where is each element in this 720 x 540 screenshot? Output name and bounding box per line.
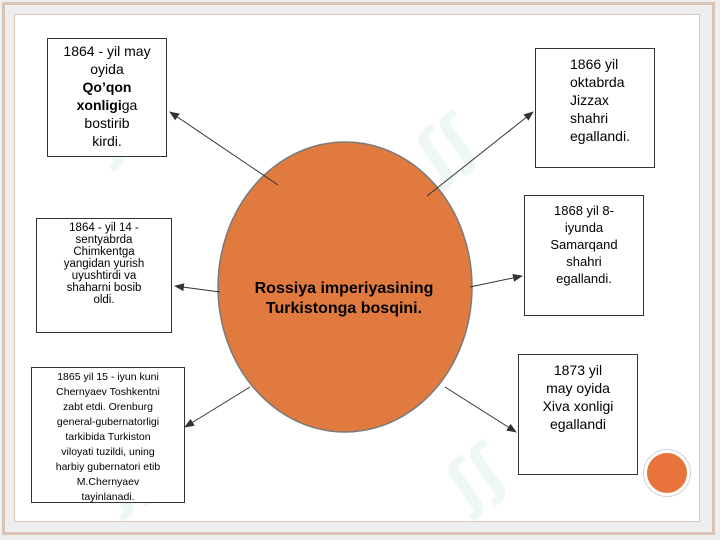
box-line: shaharni bosib [66, 282, 142, 294]
box-line: viloyati tuzildi, uning [61, 446, 155, 458]
arrow-to-bottom-right [444, 386, 517, 433]
box-line: general-gubernatorligi [56, 416, 160, 428]
box-line: sentyabrda [75, 234, 133, 246]
box-line: tarkibida Turkiston [65, 431, 151, 443]
box-line: 1864 - yil may [63, 43, 151, 59]
box-line: zabt etdi. Orenburg [63, 401, 153, 413]
box-line: oktabrda [570, 74, 625, 90]
box-line-bold: xonligi [76, 97, 122, 113]
box-line: 1866 yil [570, 56, 619, 72]
box-line: Chernyaev Toshkentni [56, 386, 160, 398]
box-line: Xiva xonligi [542, 398, 614, 414]
arrow-to-top-right [426, 111, 534, 197]
box-line: 1865 yil 15 - iyun kuni [57, 371, 159, 383]
box-line: oldi. [93, 294, 115, 306]
box-line: Qo’qon [82, 79, 132, 95]
box-line: shahri [566, 254, 602, 269]
box-line: egallandi. [556, 271, 612, 286]
event-box-khiva-1873: 1873 yil may oyida Xiva xonligi egalland… [518, 354, 638, 475]
event-box-tashkent-1865: 1865 yil 15 - iyun kuni Chernyaev Toshke… [31, 367, 185, 503]
box-line: bostirib [84, 115, 130, 131]
slide-outer-frame [2, 2, 715, 535]
center-title: Rossiya imperiyasining Turkistonga bosqi… [222, 279, 466, 319]
box-line: oyida [90, 61, 124, 77]
box-line: 1868 yil 8- [554, 203, 614, 218]
box-line: Chimkentga [73, 246, 135, 258]
box-line: egallandi [549, 416, 607, 432]
arrow-to-bottom-left [184, 386, 251, 428]
box-line: may oyida [546, 380, 610, 396]
box-line: harbiy gubernatori etib [55, 461, 161, 473]
box-line: xonligiga [48, 96, 166, 114]
box-line: M.Chernyaev [76, 476, 140, 488]
box-line: egallandi. [570, 128, 630, 144]
center-title-line-1: Rossiya imperiyasining [254, 280, 434, 297]
event-box-jizzakh-1866: 1866 yil oktabrda Jizzax shahri egalland… [535, 48, 655, 168]
box-line: 1873 yil [553, 362, 603, 378]
slide-nav-dot[interactable] [644, 450, 690, 496]
box-line: Jizzax [570, 92, 609, 108]
box-line: shahri [570, 110, 609, 126]
box-line: 1864 - yil 14 - [69, 222, 139, 234]
event-box-kokand-1864: 1864 - yil may oyida Qo’qon xonligiga bo… [47, 38, 167, 157]
center-title-line-2: Turkistonga bosqini. [265, 300, 423, 317]
arrow-to-mid-right [469, 273, 523, 288]
arrow-to-top-left [169, 111, 279, 186]
arrow-to-mid-left [174, 283, 221, 293]
box-line: iyunda [564, 220, 604, 235]
event-box-samarkand-1868: 1868 yil 8- iyunda Samarqand shahri egal… [524, 195, 644, 316]
box-line: kirdi. [92, 133, 122, 149]
box-line: yangidan yurish [63, 258, 145, 270]
box-line: tayinlanadi. [81, 491, 135, 503]
box-line: Samarqand [550, 237, 618, 252]
event-box-chimkent-1864: 1864 - yil 14 - sentyabrda Chimkentga ya… [36, 218, 172, 333]
box-line: uyushtirdi va [71, 270, 137, 282]
box-line-suffix: ga [121, 97, 138, 113]
